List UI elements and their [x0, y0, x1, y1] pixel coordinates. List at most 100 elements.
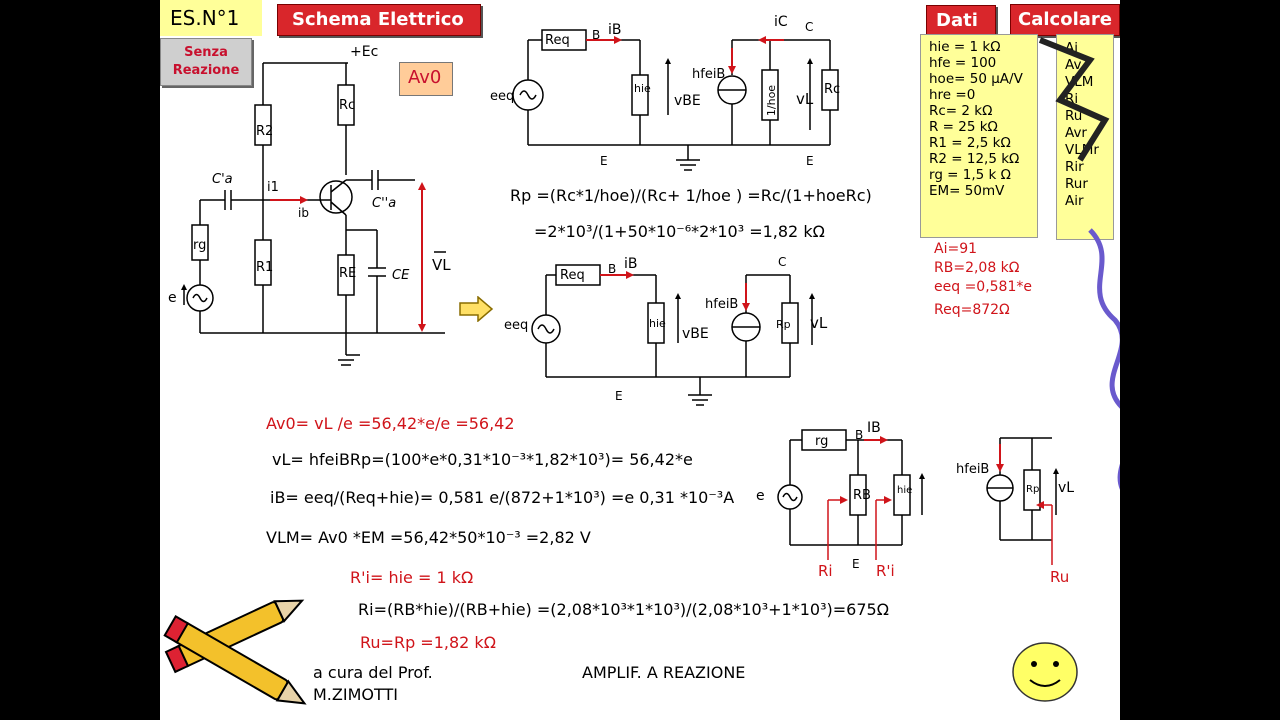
label-ce: CE [392, 268, 410, 283]
label-rg: rg [193, 238, 207, 253]
label-eeq-1: eeq [490, 89, 515, 104]
calcolare-box: Ai Av VLM Ri Ru Avr VLMr Rir Rur Air [1056, 34, 1114, 240]
av0-text: Av0 [408, 67, 442, 88]
dati-item: hie = 1 kΩ [929, 39, 1001, 55]
main-circuit-diagram [181, 62, 446, 366]
result-rb: RB=2,08 kΩ [934, 260, 1020, 276]
label-req-1: Req [545, 33, 570, 48]
label-rc-1: Rc [824, 82, 841, 97]
equivalent-circuit-2 [531, 264, 815, 406]
label-rp-2: Rp [1026, 484, 1040, 495]
result-eeq: eeq =0,581*e [934, 279, 1032, 295]
formula-av0: Av0= vL /e =56,42*e/e =56,42 [266, 414, 515, 433]
arrow-right-icon [459, 296, 494, 322]
label-c-2: C [778, 255, 787, 269]
label-b-2: B [608, 262, 617, 276]
label-ri: Ri [818, 562, 833, 580]
formula-ru: Ru=Rp =1,82 kΩ [360, 633, 496, 652]
dati-box: hie = 1 kΩ hfe = 100 hoe= 50 μA/V hre =0… [920, 34, 1038, 238]
formula-vlm: VLM= Av0 *EM =56,42*50*10⁻³ =2,82 V [266, 528, 591, 547]
output-circuit-diagram [986, 437, 1059, 565]
label-hfeib-2: hfeiB [705, 297, 739, 312]
label-ib-1: iB [608, 22, 622, 38]
author-line-1: a cura del Prof. [313, 663, 433, 682]
formula-rp-1: Rp =(Rc*1/hoe)/(Rc+ 1/hoe ) =Rc/(1+hoeRc… [510, 186, 872, 205]
title-badge: Schema Elettrico [277, 4, 481, 36]
decoration-squiggle [1038, 37, 1120, 490]
label-hfeib-1: hfeiB [692, 67, 726, 82]
label-rp: Rp [776, 318, 791, 331]
calc-item: Rir [1065, 159, 1084, 175]
calc-item: Ru [1065, 108, 1083, 124]
label-ib-cap: IB [867, 420, 881, 436]
dati-item: R1 = 2,5 kΩ [929, 135, 1011, 151]
author-line-2: M.ZIMOTTI [313, 685, 398, 704]
exercise-text: ES.N°1 [170, 6, 240, 30]
label-inv-hoe: 1/hoe [765, 84, 779, 117]
dati-item: rg = 1,5 k Ω [929, 167, 1011, 183]
label-e-1b: E [806, 154, 814, 168]
formula-vl: vL= hfeiBRp=(100*e*0,31*10⁻³*1,82*10³)= … [272, 450, 693, 469]
dati-item: Rc= 2 kΩ [929, 103, 993, 119]
input-circuit-diagram [777, 429, 925, 560]
subtitle-text: Senza Reazione [172, 45, 240, 78]
dati-item: EM= 50mV [929, 183, 1005, 199]
calc-item: Rur [1065, 176, 1088, 192]
label-e-2: E [615, 389, 623, 403]
dati-item: R = 25 kΩ [929, 119, 998, 135]
label-b-3: B [855, 428, 864, 442]
slide: ES.N°1 Schema Elettrico Senza Reazione A… [160, 0, 1120, 720]
label-r2: R2 [256, 124, 274, 139]
smiley-icon [1012, 642, 1078, 702]
dati-item: hre =0 [929, 87, 976, 103]
subtitle-badge: Senza Reazione [160, 38, 252, 86]
label-vl-3: vL [1058, 480, 1075, 496]
label-ru: Ru [1050, 568, 1070, 586]
label-vl: VL [432, 256, 451, 274]
label-i1: i1 [267, 180, 279, 195]
pencils-icon [163, 599, 307, 705]
dati-label: Dati [936, 10, 978, 31]
label-e-1a: E [600, 154, 608, 168]
label-ec: +Ec [350, 44, 379, 60]
label-vl-2: vL [810, 314, 828, 332]
label-req-2: Req [560, 268, 585, 283]
formula-ib: iB= eeq/(Req+hie)= 0,581 e/(872+1*10³) =… [270, 488, 735, 507]
result-req: Req=872Ω [934, 302, 1010, 318]
calc-item: Avr [1065, 125, 1087, 141]
result-ai: Ai=91 [934, 241, 978, 257]
calcolare-label: Calcolare [1018, 9, 1112, 30]
title-text: Schema Elettrico [292, 9, 464, 30]
label-e: e [168, 290, 177, 306]
label-ic-1: iC [774, 14, 788, 30]
label-vbe-1: vBE [674, 93, 701, 109]
calc-item: Av [1065, 57, 1082, 73]
label-rb: RB [853, 488, 871, 503]
label-hie-1: hie [634, 82, 651, 95]
formula-ri: Ri=(RB*hie)/(RB+hie) =(2,08*10³*1*10³)/(… [358, 600, 889, 619]
label-vl-1: vL [796, 90, 814, 108]
label-b-1: B [592, 28, 601, 42]
label-ca: C'a [212, 172, 233, 187]
label-ca2: C''a [372, 196, 397, 211]
label-ri-prime: R'i [876, 562, 895, 580]
label-rc: Rc [339, 98, 356, 113]
label-eeq-2: eeq [504, 318, 529, 333]
label-ib-main: ib [298, 206, 309, 220]
calc-item: Air [1065, 193, 1084, 209]
dati-badge: Dati [926, 5, 996, 37]
formula-rp-2: =2*10³/(1+50*10⁻⁶*2*10³ =1,82 kΩ [534, 222, 825, 241]
equivalent-circuit-1 [512, 29, 839, 171]
formula-av0-text: Av0= vL /e =56,42*e/e =56,42 [266, 414, 515, 433]
label-rg-2: rg [815, 434, 829, 449]
label-hie-2: hie [649, 317, 666, 330]
dati-item: R2 = 12,5 kΩ [929, 151, 1020, 167]
label-e-node-3: E [852, 557, 860, 571]
label-c-1: C [805, 20, 814, 34]
results-list: Ai=91 RB=2,08 kΩ eeq =0,581*e Req=872Ω [934, 240, 1032, 320]
dati-item: hoe= 50 μA/V [929, 71, 1023, 87]
formula-ri-prime: R'i= hie = 1 kΩ [350, 568, 474, 587]
label-r1: R1 [256, 260, 274, 275]
label-re: RE [339, 266, 357, 281]
topic-label: AMPLIF. A REAZIONE [582, 663, 746, 682]
